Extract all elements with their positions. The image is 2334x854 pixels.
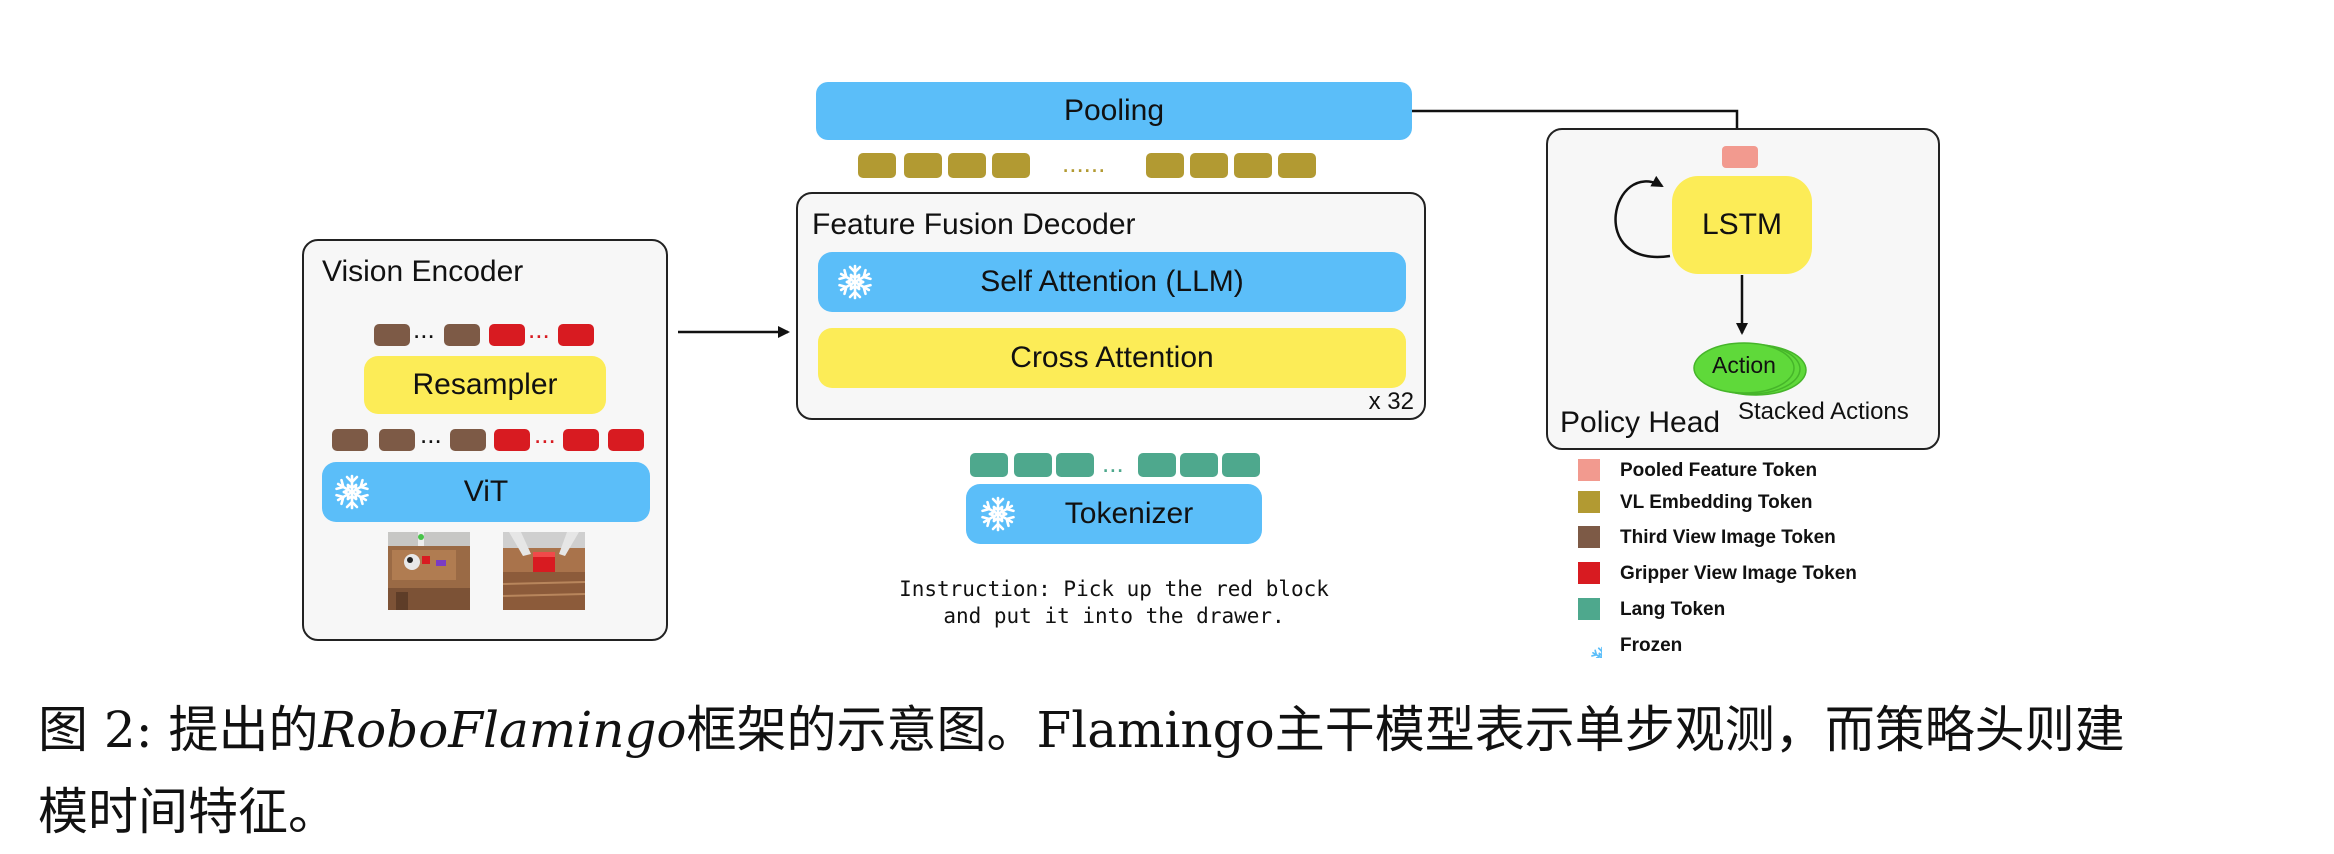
snowflake-icon <box>835 262 875 302</box>
token-vl-embedding <box>904 153 942 178</box>
token-vl-embedding <box>1146 153 1184 178</box>
figure-caption-line2: 模时间特征。 <box>38 783 338 841</box>
third-view-camera-image <box>388 532 470 610</box>
action-ellipse <box>1693 342 1795 394</box>
cross-attention-block: Cross Attention <box>818 328 1406 388</box>
vit-label: ViT <box>463 475 509 508</box>
legend-swatch-third-view <box>1578 526 1600 548</box>
legend-label: Lang Token <box>1620 599 1726 620</box>
legend-swatch-vl-embedding <box>1578 491 1600 513</box>
token-ellipsis: ... <box>1102 448 1124 478</box>
legend-label: Gripper View Image Token <box>1620 563 1857 584</box>
token-lang <box>1014 453 1052 477</box>
token-vl-embedding <box>1278 153 1316 178</box>
token-ellipsis: ... <box>413 314 435 344</box>
snowflake-icon <box>1576 632 1602 658</box>
token-third-view <box>444 324 480 346</box>
vision-encoder-title: Vision Encoder <box>322 255 524 288</box>
token-lang <box>1222 453 1260 477</box>
feature-fusion-decoder-title: Feature Fusion Decoder <box>812 208 1136 241</box>
token-ellipsis: ...... <box>1062 148 1106 178</box>
token-lang <box>970 453 1008 477</box>
legend-label: Frozen <box>1620 635 1683 656</box>
vit-block: ViT <box>322 462 650 522</box>
token-third-view <box>450 429 486 451</box>
token-ellipsis: ... <box>534 419 556 449</box>
token-gripper-view <box>558 324 594 346</box>
legend-label: VL Embedding Token <box>1620 492 1813 513</box>
token-third-view <box>374 324 410 346</box>
layer-repeat-count: x 32 <box>1368 388 1414 415</box>
token-lang <box>1180 453 1218 477</box>
resampler-block: Resampler <box>364 356 606 414</box>
lstm-recurrent-loop <box>1614 175 1671 259</box>
caption-suffix: 框架的示意图。Flamingo主干模型表示单步观测，而策略头则建 <box>686 701 2125 759</box>
token-third-view <box>379 429 415 451</box>
token-third-view <box>332 429 368 451</box>
snowflake-icon <box>978 494 1018 534</box>
token-gripper-view <box>563 429 599 451</box>
token-vl-embedding <box>1190 153 1228 178</box>
action-label: Action <box>1712 352 1776 378</box>
policy-head-title: Policy Head <box>1560 406 1721 439</box>
token-gripper-view <box>608 429 644 451</box>
gripper-view-camera-image <box>503 532 585 610</box>
pooling-block: Pooling <box>816 82 1412 140</box>
legend-swatch-gripper-view <box>1578 562 1600 584</box>
token-ellipsis: ... <box>420 419 442 449</box>
legend-swatch-lang <box>1578 598 1600 620</box>
token-lang <box>1138 453 1176 477</box>
token-gripper-view <box>494 429 530 451</box>
self-attention-label: Self Attention (LLM) <box>980 265 1244 298</box>
legend-label: Pooled Feature Token <box>1620 460 1818 481</box>
pooled-feature-token <box>1722 146 1758 168</box>
legend-label: Third View Image Token <box>1620 527 1836 548</box>
caption-model-name: RoboFlamingo <box>318 701 687 759</box>
token-vl-embedding <box>858 153 896 178</box>
token-vl-embedding <box>992 153 1030 178</box>
token-lang <box>1056 453 1094 477</box>
stacked-actions-label: Stacked Actions <box>1738 398 1909 425</box>
token-gripper-view <box>489 324 525 346</box>
caption-prefix: 图 2: 提出的 <box>38 701 319 759</box>
figure-caption-line1: 图 2: 提出的RoboFlamingo框架的示意图。Flamingo主干模型表… <box>38 690 2125 762</box>
token-vl-embedding <box>948 153 986 178</box>
lstm-block: LSTM <box>1672 176 1812 274</box>
legend-swatch-pooled <box>1578 459 1600 481</box>
instruction-text: Instruction: Pick up the red block and p… <box>899 577 1329 628</box>
policy-head-arrows <box>1614 175 1807 396</box>
tokenizer-block: Tokenizer <box>966 484 1262 544</box>
tokenizer-label: Tokenizer <box>1064 497 1194 530</box>
token-ellipsis: ... <box>528 314 550 344</box>
snowflake-icon <box>332 472 372 512</box>
self-attention-block: Self Attention (LLM) <box>818 252 1406 312</box>
token-vl-embedding <box>1234 153 1272 178</box>
